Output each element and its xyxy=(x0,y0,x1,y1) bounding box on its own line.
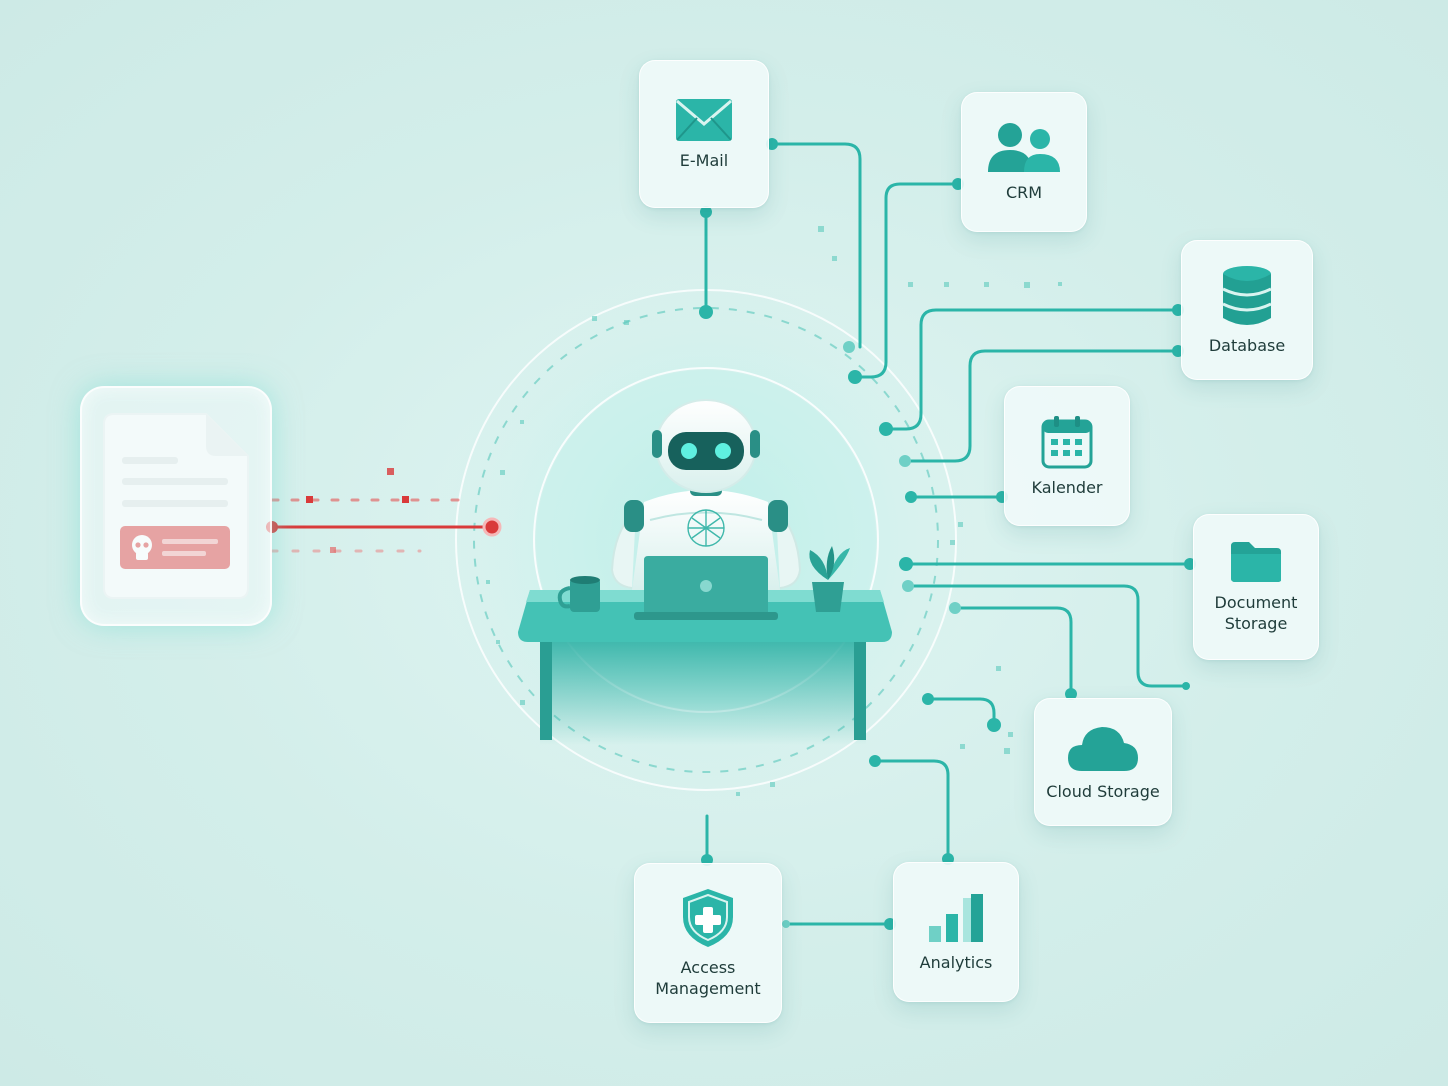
database-icon xyxy=(1221,265,1273,327)
node-email[interactable]: E-Mail xyxy=(639,60,769,208)
robot-eye-left xyxy=(681,443,697,459)
node-cloud-storage[interactable]: Cloud Storage xyxy=(1034,698,1172,826)
node-crm[interactable]: CRM xyxy=(961,92,1087,232)
node-analytics[interactable]: Analytics xyxy=(893,862,1019,1002)
neural-net-emblem xyxy=(687,509,725,547)
wire-crm xyxy=(853,182,960,379)
bar-chart-icon xyxy=(927,892,985,944)
node-database[interactable]: Database xyxy=(1181,240,1313,380)
folder-icon xyxy=(1229,540,1283,584)
threat-connectors xyxy=(266,468,502,553)
node-label: Database xyxy=(1208,335,1286,355)
connectors xyxy=(704,142,1192,926)
node-label: Cloud Storage xyxy=(1046,781,1160,801)
node-label: Analytics xyxy=(919,952,993,972)
robot-visor xyxy=(668,432,744,470)
node-label: E-Mail xyxy=(679,150,729,170)
node-calendar[interactable]: Kalender xyxy=(1004,386,1130,526)
wire-cloud-storage-b xyxy=(926,697,996,727)
calendar-icon xyxy=(1041,415,1093,469)
cloud-icon xyxy=(1066,723,1140,773)
shield-plus-icon xyxy=(681,887,735,949)
wire-document-storage-b xyxy=(906,584,1188,688)
users-icon xyxy=(986,122,1062,174)
wire-email-route xyxy=(770,142,862,349)
robot-eye-right xyxy=(715,443,731,459)
robot-at-laptop-icon xyxy=(518,399,892,745)
wire-database-a xyxy=(884,308,1180,431)
wire-cloud-storage xyxy=(953,606,1073,696)
node-label: Kalender xyxy=(1031,477,1103,497)
plant-icon xyxy=(809,546,850,612)
threat-document-card xyxy=(80,386,272,626)
node-label: CRM xyxy=(1005,182,1043,202)
desk-front xyxy=(540,640,866,745)
particles xyxy=(486,226,1062,796)
wire-database-b xyxy=(903,349,1180,463)
dashed-ring xyxy=(473,307,939,773)
coffee-mug-icon xyxy=(570,578,600,612)
wire-analytics xyxy=(873,759,950,861)
envelope-icon xyxy=(675,98,733,142)
